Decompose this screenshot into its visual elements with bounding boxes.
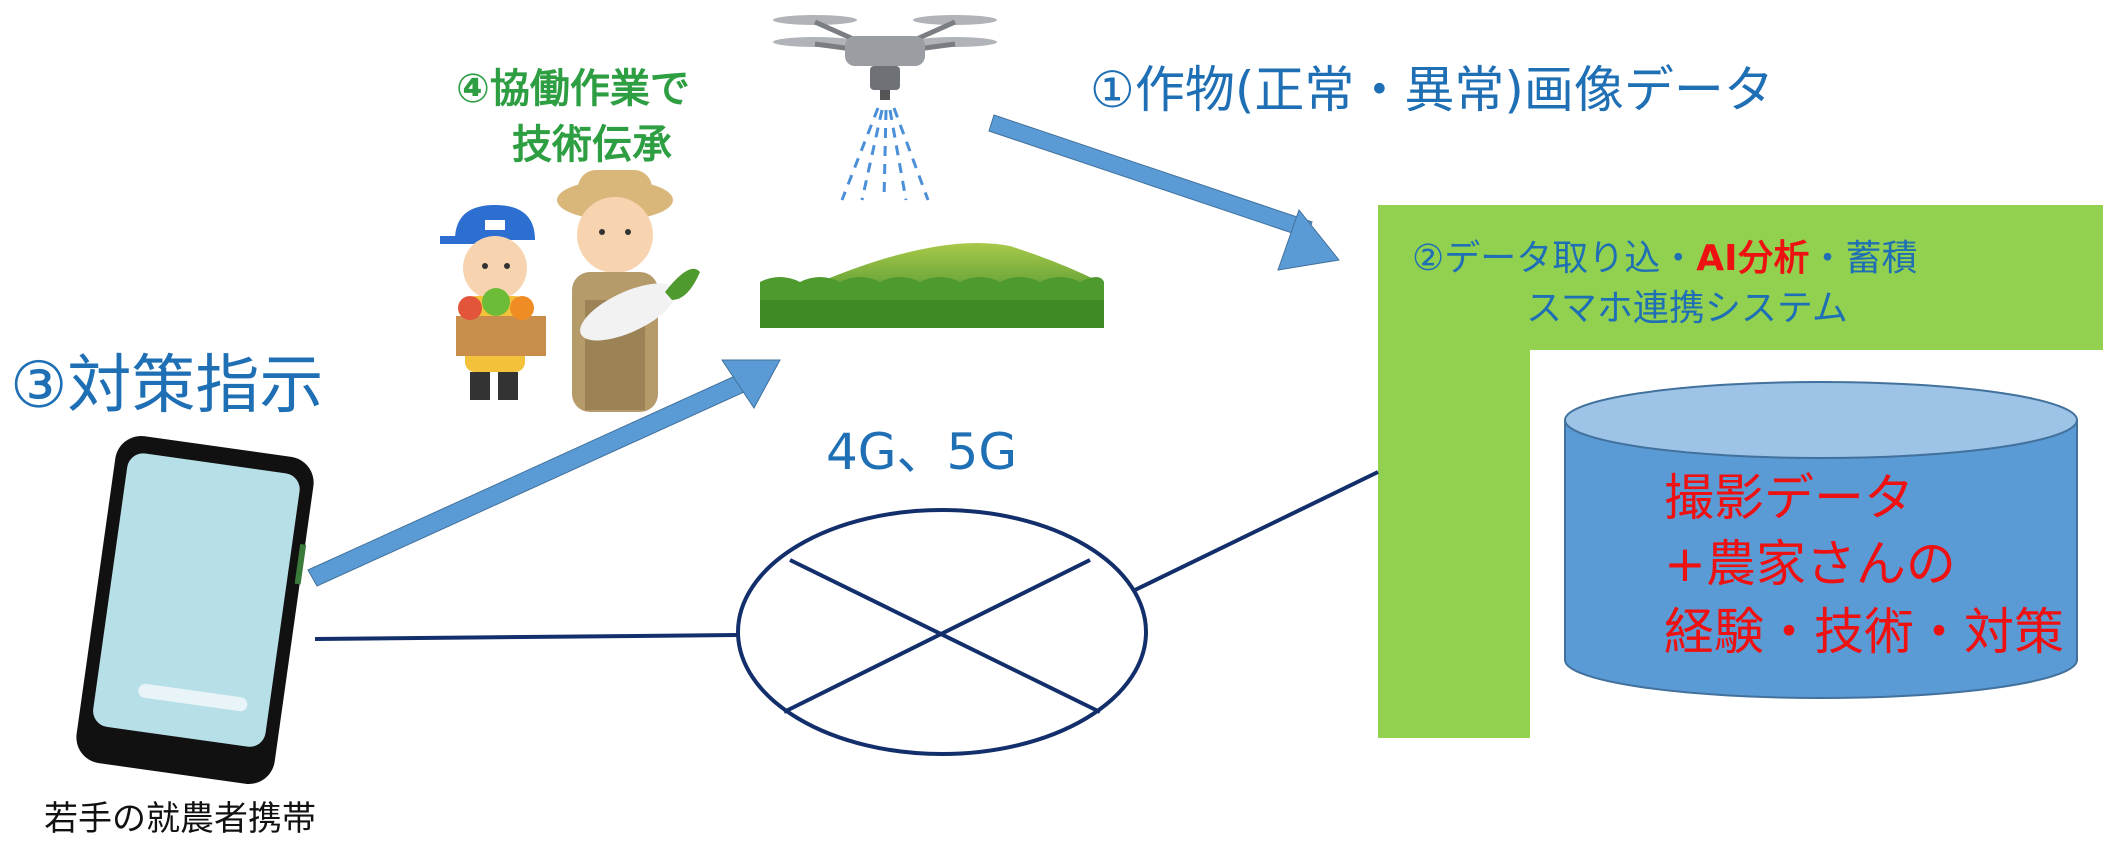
network-lines <box>314 470 1379 641</box>
step3-label: ③対策指示 <box>10 349 324 423</box>
crop-field-icon <box>760 242 1104 328</box>
step1-label: ①作物(正常・異常)画像データ <box>1090 61 1774 119</box>
smartphone-icon <box>76 436 314 784</box>
step2-ai: AI分析 <box>1696 238 1810 279</box>
database-icon <box>1564 381 2078 699</box>
db-line2: +農家さんの <box>1664 535 1956 593</box>
system-frame <box>1378 205 2103 738</box>
phone-caption: 若手の就農者携帯 <box>44 799 316 839</box>
step2-suffix: ・蓄積 <box>1809 238 1918 279</box>
farmers-icon <box>440 170 700 412</box>
network-label: 4G、5G <box>826 423 1018 481</box>
network-icon <box>736 508 1148 756</box>
step4-line2: 技術伝承 <box>512 122 672 168</box>
step2-line2: スマホ連携システム <box>1526 288 1848 329</box>
step2-prefix: ②データ取り込・ <box>1412 238 1697 279</box>
step2-label: ②データ取り込・AI分析・蓄積 <box>1412 238 1918 279</box>
db-line3: 経験・技術・対策 <box>1664 603 2064 661</box>
drone-icon <box>773 15 997 201</box>
arrow-phone-to-field <box>307 359 781 587</box>
step4-line1: ④協働作業で <box>456 66 690 112</box>
arrow-drone-to-system <box>988 114 1340 271</box>
db-line1: 撮影データ <box>1664 469 1914 527</box>
